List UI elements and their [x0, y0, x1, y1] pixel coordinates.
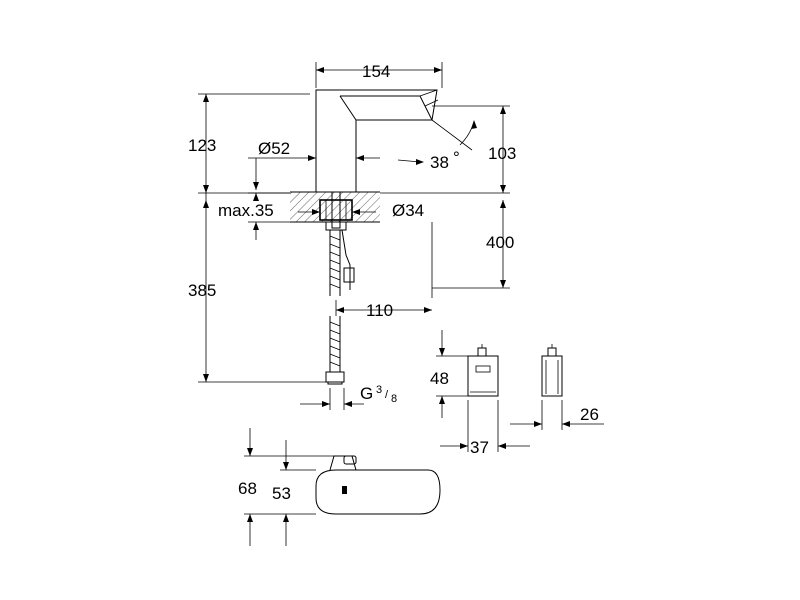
dim-diameter-34: Ø34 — [392, 201, 424, 220]
dim-400: 400 — [486, 233, 514, 252]
dim-103: 103 — [488, 144, 516, 163]
dimension-lines-box — [436, 330, 604, 452]
dim-diameter-52: Ø52 — [258, 139, 290, 158]
dim-thread-g: G — [360, 384, 373, 403]
control-box-side — [541, 344, 563, 397]
faucet-top-view — [315, 455, 441, 515]
dim-max-35: max.35 — [218, 201, 274, 220]
dim-thread-den: 8 — [391, 393, 397, 405]
faucet-side-view — [290, 89, 439, 385]
dim-angle-38: 38 — [430, 153, 449, 172]
dim-385: 385 — [188, 281, 216, 300]
dim-26: 26 — [580, 405, 599, 424]
dimension-lines-main — [198, 62, 510, 410]
dim-angle-unit: ° — [453, 148, 460, 167]
control-box-front — [467, 344, 499, 397]
dim-68: 68 — [238, 479, 257, 498]
dim-thread-num: 3 — [376, 384, 382, 396]
dim-37: 37 — [470, 438, 489, 457]
dim-154: 154 — [362, 62, 390, 81]
thread-slash: / — [385, 389, 389, 401]
dim-53: 53 — [272, 484, 291, 503]
dim-123: 123 — [188, 136, 216, 155]
dim-110: 110 — [366, 301, 393, 320]
dim-48: 48 — [430, 369, 449, 388]
dimension-lines-top — [244, 428, 334, 546]
